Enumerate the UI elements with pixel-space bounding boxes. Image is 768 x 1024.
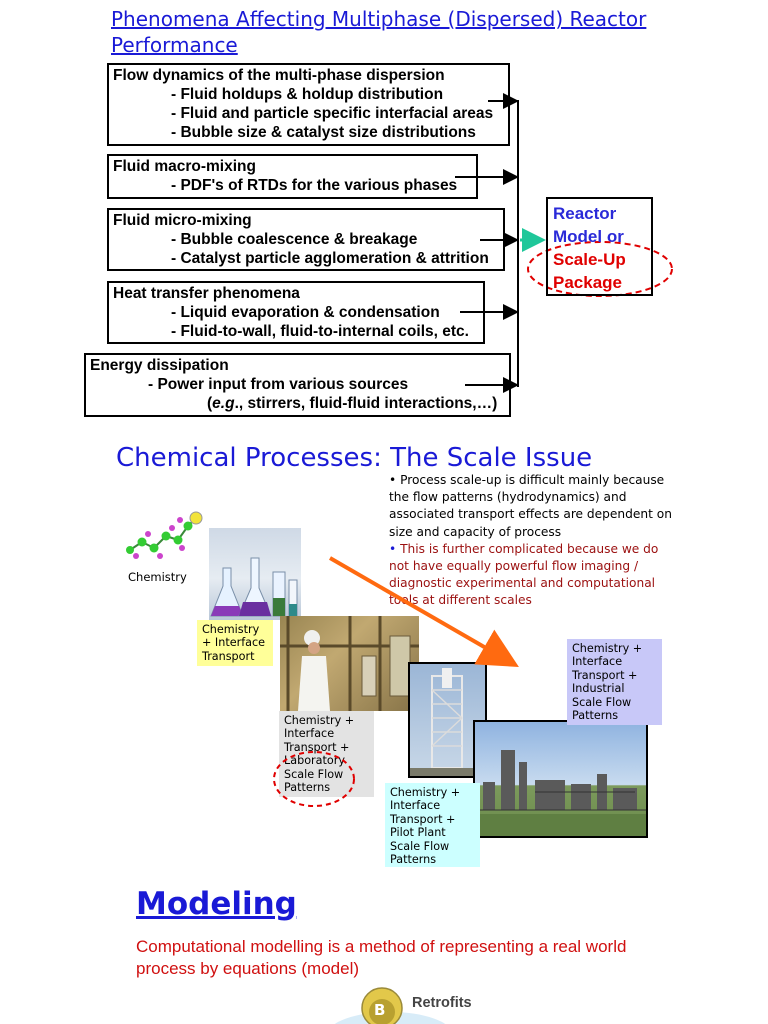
box-item: - Bubble size & catalyst size distributi… [171, 124, 476, 141]
box-item: - Fluid and particle specific interfacia… [171, 105, 494, 122]
phenomena-title-line1[interactable]: Phenomena Affecting Multiphase (Disperse… [111, 7, 647, 31]
bullet-imaging: This is further complicated because we d… [389, 541, 659, 608]
reactor-line1: Reactor [553, 204, 617, 223]
bullet-scale-up: • Process scale-up is difficult mainly b… [389, 473, 672, 539]
reactor-line4: Package [553, 273, 622, 292]
chemistry-label: Chemistry [128, 570, 187, 584]
phenomena-title-line2[interactable]: Performance [111, 33, 238, 57]
box-item: - Liquid evaporation & condensation [171, 304, 440, 321]
scale-bullets: • Process scale-up is difficult mainly b… [389, 472, 674, 610]
box-heading: Fluid micro-mixing [113, 212, 252, 229]
box-item: - Catalyst particle agglomeration & attr… [171, 250, 489, 267]
heat-transfer-box: Heat transfer phenomena - Liquid evapora… [107, 281, 485, 344]
box-item: - Fluid-to-wall, fluid-to-internal coils… [171, 323, 469, 340]
box-item: - Power input from various sources [148, 376, 409, 393]
box-item: - Bubble coalescence & breakage [171, 231, 418, 248]
label-laboratory-scale: Chemistry + Interface Transport + Labora… [279, 711, 374, 797]
retrofits-label: Retrofits [412, 995, 472, 1011]
micro-mixing-box: Fluid micro-mixing - Bubble coalescence … [107, 208, 505, 271]
bullet2-mark: • [389, 541, 397, 556]
retrofits-graphic [334, 987, 446, 1024]
reactor-line2: Model or [553, 227, 624, 246]
box-heading: Flow dynamics of the multi-phase dispers… [113, 67, 445, 84]
box-heading: Heat transfer phenomena [113, 285, 300, 302]
scale-up-arrow [329, 556, 519, 667]
laboratory-highlight-ellipse [273, 751, 355, 807]
box-item-examples: (e.g., stirrers, fluid-fluid interaction… [207, 395, 498, 412]
reactor-line3: Scale-Up [553, 250, 626, 269]
reactor-model-box: Reactor Model or Scale-Up Package [546, 197, 653, 296]
label-interface-transport: Chemistry + Interface Transport [197, 620, 273, 666]
box-item: - PDF's of RTDs for the various phases [171, 177, 458, 194]
modeling-definition: Computational modelling is a method of r… [136, 937, 627, 978]
flow-dynamics-box: Flow dynamics of the multi-phase dispers… [107, 63, 510, 146]
label-industrial-scale: Chemistry + Interface Transport + Indust… [567, 639, 662, 725]
box-item: - Fluid holdups & holdup distribution [171, 86, 444, 103]
lab-glassware-photo [209, 528, 301, 620]
molecule-icon [126, 511, 203, 559]
eg-italic: e.g [212, 395, 235, 412]
industrial-plant-photo [473, 720, 648, 838]
laboratory-operator-photo [280, 616, 419, 711]
label-pilot-plant-scale: Chemistry + Interface Transport + Pilot … [385, 783, 480, 867]
box-heading: Energy dissipation [90, 357, 229, 374]
macro-mixing-box: Fluid macro-mixing - PDF's of RTDs for t… [107, 154, 478, 199]
scale-issue-title: Chemical Processes: The Scale Issue [116, 443, 593, 473]
box-heading: Fluid macro-mixing [113, 158, 256, 175]
connector-arrows [455, 93, 673, 393]
modeling-title[interactable]: Modeling [136, 886, 297, 922]
scale-up-highlight-ellipse [527, 241, 673, 297]
badge-letter: B [374, 1001, 386, 1019]
